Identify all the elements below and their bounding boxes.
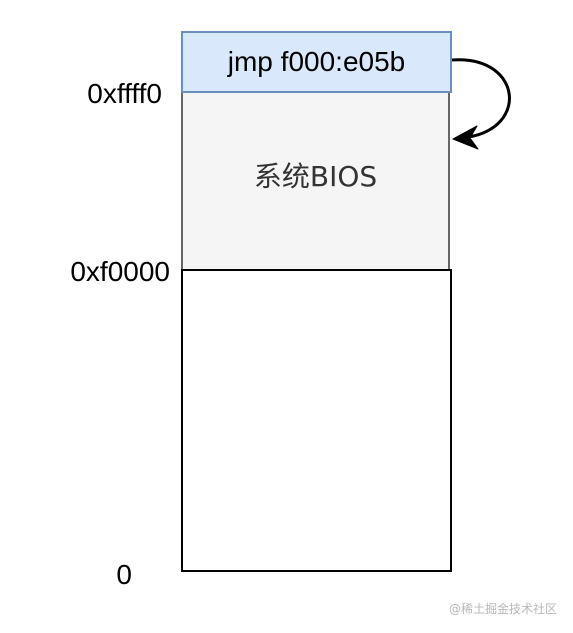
system-bios-region: 系统BIOS: [181, 92, 450, 270]
low-memory-region: [181, 271, 452, 572]
jmp-instruction-box: jmp f000:e05b: [181, 31, 452, 93]
jmp-instruction-label: jmp f000:e05b: [227, 46, 406, 77]
address-label-0: 0: [116, 559, 132, 590]
address-label-0xf0000: 0xf0000: [70, 256, 170, 287]
jump-arrow-head: [452, 125, 479, 150]
address-label-0xffff0: 0xffff0: [87, 78, 162, 109]
jump-arrow-icon: [451, 58, 511, 150]
jump-arrow-curve: [451, 58, 511, 140]
watermark-text: @稀土掘金技术社区: [448, 602, 557, 616]
system-bios-label: 系统BIOS: [253, 160, 378, 193]
bios-boundary-line: [181, 269, 452, 271]
